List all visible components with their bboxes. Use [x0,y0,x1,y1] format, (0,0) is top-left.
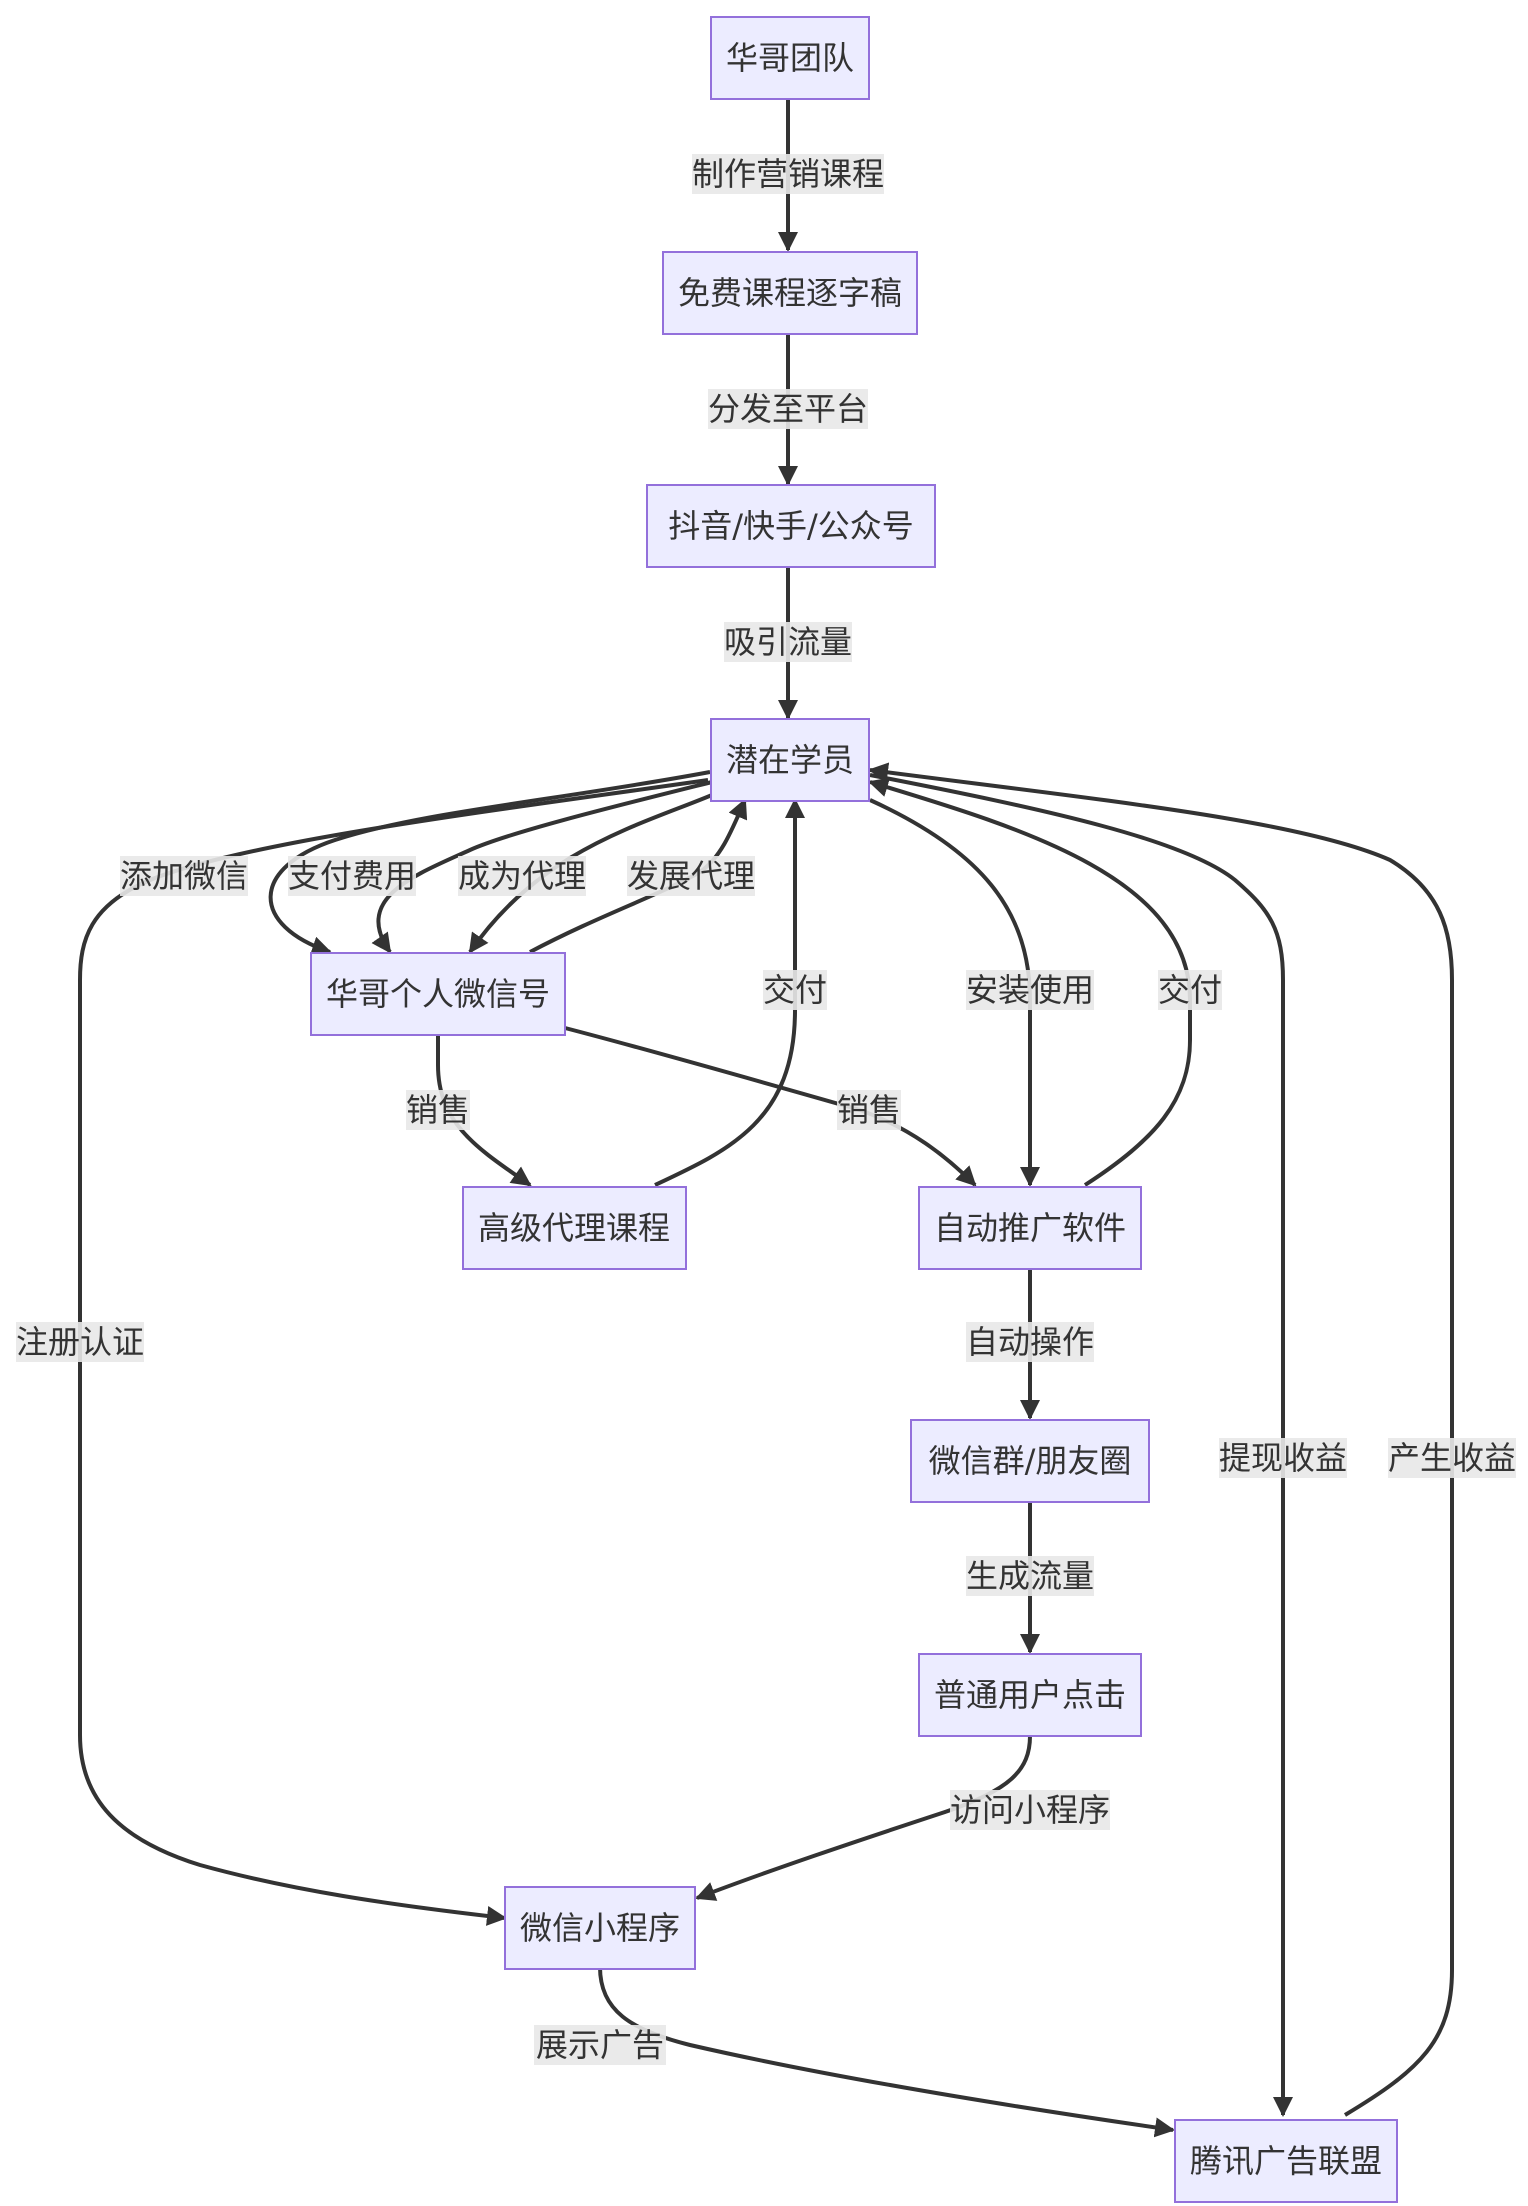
node-wechat-label: 华哥个人微信号 [326,975,550,1013]
node-software[interactable]: 自动推广软件 [918,1186,1142,1270]
edge-label-withdraw: 提现收益 [1219,1438,1347,1478]
edge-prospects-to-adnetwork [869,773,1293,2117]
edge-label-register-text: 注册认证 [16,1323,144,1361]
edge-adnetwork-to-prospects [868,762,1454,2117]
nodes: 华哥团队 免费课程逐字稿 抖音/快手/公众号 潜在学员 华哥个人微信号 高级代理… [310,16,1398,2203]
node-miniprogram[interactable]: 微信小程序 [504,1886,696,1970]
node-team-label: 华哥团队 [726,39,854,77]
edge-course-to-prospects [654,798,805,1187]
edge-label-show-ads: 展示广告 [534,2025,666,2065]
edge-wechat-to-course [436,1034,532,1187]
node-groups-label: 微信群/朋友圈 [929,1442,1132,1480]
node-prospects[interactable]: 潜在学员 [710,718,870,802]
node-team[interactable]: 华哥团队 [710,16,870,100]
edge-prospects-to-miniprogram [78,778,709,1926]
edge-prospects-to-wechat-agent [371,780,713,954]
edge-label-attract: 吸引流量 [724,622,852,662]
edge-label-distribute-text: 分发至平台 [708,390,868,428]
edge-label-register: 注册认证 [16,1322,144,1362]
edge-label-generate-traffic: 生成流量 [966,1556,1094,1596]
edge-label-sell-course-text: 销售 [406,1091,470,1129]
edge-label-make-course-text: 制作营销课程 [692,155,884,193]
edge-label-visit: 访问小程序 [950,1790,1110,1830]
edge-label-deliver-software-text: 交付 [1158,971,1222,1009]
node-adnetwork-label: 腾讯广告联盟 [1190,2142,1382,2180]
edge-label-sell-software-text: 销售 [837,1091,901,1129]
edge-software-to-prospects-deliver [868,777,1192,1187]
node-course[interactable]: 高级代理课程 [462,1186,687,1270]
node-transcript-label: 免费课程逐字稿 [678,274,902,312]
edge-label-sell-course: 销售 [406,1090,470,1130]
node-prospects-label: 潜在学员 [726,741,854,779]
edge-label-pay-text: 支付费用 [288,857,416,895]
edge-label-develop-agent: 发展代理 [627,856,755,896]
edge-users-to-miniprogram [695,1735,1032,1901]
edge-wechat-to-software [564,1026,977,1187]
node-wechat[interactable]: 华哥个人微信号 [310,952,566,1036]
node-groups[interactable]: 微信群/朋友圈 [910,1419,1150,1503]
edge-label-auto-operate-text: 自动操作 [966,1323,1094,1361]
edge-label-install-text: 安装使用 [966,971,1094,1009]
edges [78,99,1454,2138]
node-adnetwork[interactable]: 腾讯广告联盟 [1174,2119,1398,2203]
edge-label-pay: 支付费用 [288,856,416,896]
edge-labels: 制作营销课程 分发至平台 吸引流量 添加微信 支付费用 成为代理 发展代理 交 [16,154,1516,2065]
edge-label-sell-software: 销售 [837,1090,901,1130]
node-miniprogram-label: 微信小程序 [520,1909,680,1947]
edge-label-deliver-software: 交付 [1158,970,1222,1010]
edge-label-produce-revenue-text: 产生收益 [1388,1439,1516,1477]
edge-label-attract-text: 吸引流量 [724,623,852,661]
edge-label-become-agent-text: 成为代理 [458,857,586,895]
edge-label-deliver-course: 交付 [763,970,827,1010]
edge-label-add-wechat: 添加微信 [120,856,248,896]
edge-label-auto-operate: 自动操作 [966,1322,1094,1362]
edge-label-deliver-course-text: 交付 [763,971,827,1009]
edge-label-make-course: 制作营销课程 [692,154,884,194]
node-course-label: 高级代理课程 [478,1209,670,1247]
edge-prospects-to-wechat-become [468,793,713,954]
edge-label-develop-agent-text: 发展代理 [627,857,755,895]
edge-miniprogram-to-adnetwork [598,1966,1175,2138]
edge-label-become-agent: 成为代理 [458,856,586,896]
edge-label-show-ads-text: 展示广告 [536,2026,664,2064]
node-software-label: 自动推广软件 [934,1209,1126,1247]
node-transcript[interactable]: 免费课程逐字稿 [662,251,918,335]
edge-label-produce-revenue: 产生收益 [1388,1438,1516,1478]
edge-label-generate-traffic-text: 生成流量 [966,1557,1094,1595]
edge-label-visit-text: 访问小程序 [950,1791,1110,1829]
edge-prospects-to-wechat-pay [268,770,711,956]
edge-label-withdraw-text: 提现收益 [1219,1439,1347,1477]
node-platforms[interactable]: 抖音/快手/公众号 [646,484,936,568]
node-platforms-label: 抖音/快手/公众号 [668,507,914,545]
edge-label-add-wechat-text: 添加微信 [120,857,248,895]
node-users[interactable]: 普通用户点击 [918,1653,1142,1737]
edge-label-install: 安装使用 [966,970,1094,1010]
node-users-label: 普通用户点击 [934,1676,1126,1714]
edge-label-distribute: 分发至平台 [708,389,868,429]
